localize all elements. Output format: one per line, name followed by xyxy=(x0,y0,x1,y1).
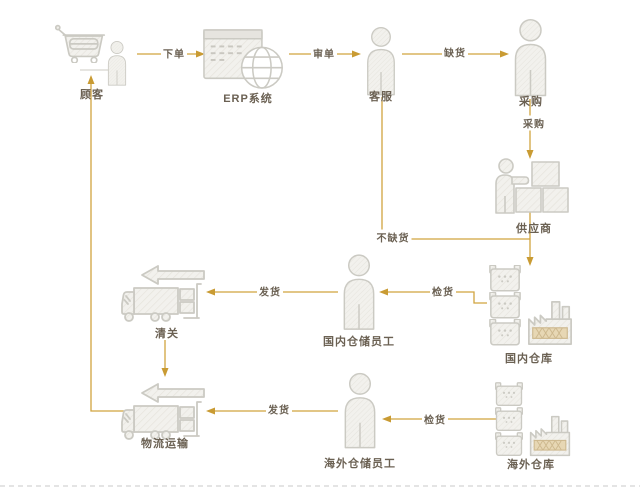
edge-label-ship-domestic: 发货 xyxy=(257,283,283,299)
edge-label-ship-overseas: 发货 xyxy=(266,401,292,417)
globe-icon xyxy=(240,46,283,89)
node-label-customer: 顾客 xyxy=(80,89,104,101)
node-label-purchasing: 采购 xyxy=(519,96,543,108)
domestic-warehouse-staff-icon xyxy=(337,254,381,331)
node-label-domestic-staff: 国内仓储员工 xyxy=(323,336,395,348)
edge-label-procure: 采购 xyxy=(521,115,547,131)
node-label-customs: 清关 xyxy=(155,328,179,340)
erp-system-icon xyxy=(203,29,283,89)
node-label-overseas-staff: 海外仓储员工 xyxy=(324,458,396,470)
edge-label-review-order: 审单 xyxy=(311,45,337,61)
node-label-overseas-warehouse: 海外仓库 xyxy=(507,459,555,471)
edge-label-place-order: 下单 xyxy=(161,45,187,61)
supplier-icon xyxy=(495,158,569,214)
overseas-warehouse-staff-icon xyxy=(338,372,382,450)
arrowheads xyxy=(87,50,534,423)
customs-truck-icon xyxy=(118,262,210,328)
edge-label-in-stock: 不缺货 xyxy=(374,229,412,245)
factory-icon xyxy=(529,415,571,457)
overseas-warehouse-icon xyxy=(494,382,571,457)
window-content-dots xyxy=(210,45,242,61)
factory-icon xyxy=(528,301,572,345)
edge-label-pick-overseas: 检货 xyxy=(422,411,448,427)
customer-icon xyxy=(104,41,130,86)
purchaser-icon xyxy=(508,18,553,98)
node-label-domestic-warehouse: 国内仓库 xyxy=(505,353,553,365)
node-label-service: 客服 xyxy=(369,91,393,103)
node-label-logistics: 物流运输 xyxy=(141,438,189,450)
domestic-warehouse-icon xyxy=(489,265,572,346)
shopping-cart-icon xyxy=(55,24,106,63)
node-label-erp: ERP系统 xyxy=(223,93,273,105)
node-label-supplier: 供应商 xyxy=(516,223,552,235)
edge-label-out-of-stock: 缺货 xyxy=(442,44,468,60)
edge-label-pick-domestic: 检货 xyxy=(430,283,456,299)
customer-service-icon xyxy=(361,27,401,96)
